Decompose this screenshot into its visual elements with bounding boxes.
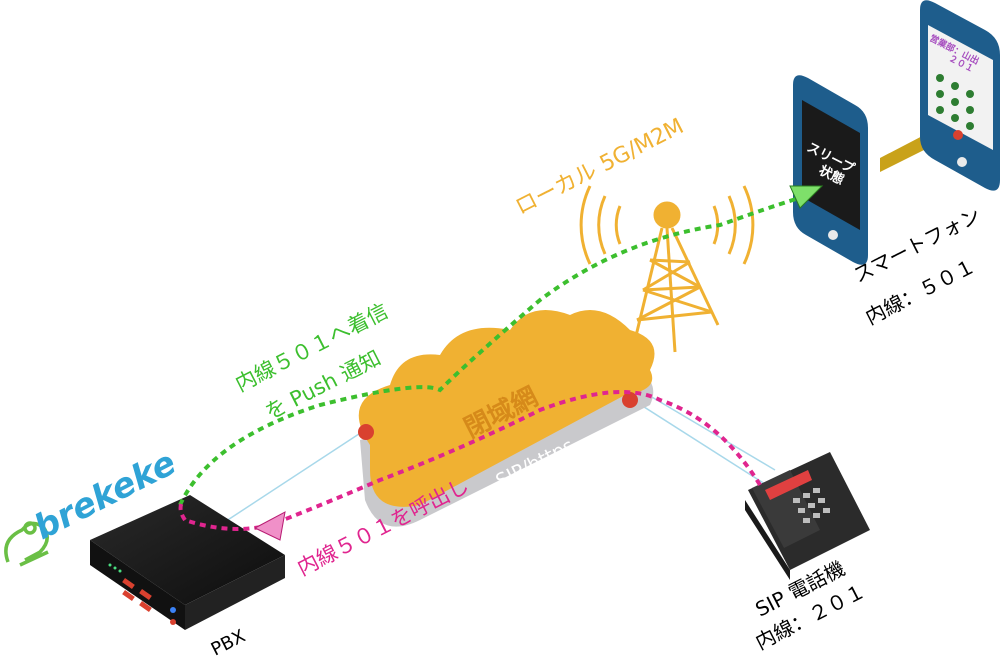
call-path-tail <box>178 501 187 522</box>
push-arrow-head-icon <box>789 185 824 209</box>
smartphone-sleep <box>793 75 868 265</box>
pbx-server <box>90 495 285 630</box>
call-arrow-head-icon <box>253 511 286 541</box>
cloud-node-left <box>358 424 374 440</box>
sip-desk-phone <box>745 452 870 580</box>
smartphone-active <box>920 0 1000 191</box>
cloud-node-right <box>622 392 638 408</box>
push-notification-path <box>178 193 811 506</box>
antenna-tower <box>579 185 755 353</box>
dial-keypad <box>936 74 974 140</box>
frog-mascot-icon <box>4 521 49 567</box>
pbx-label: PBX <box>208 626 249 661</box>
